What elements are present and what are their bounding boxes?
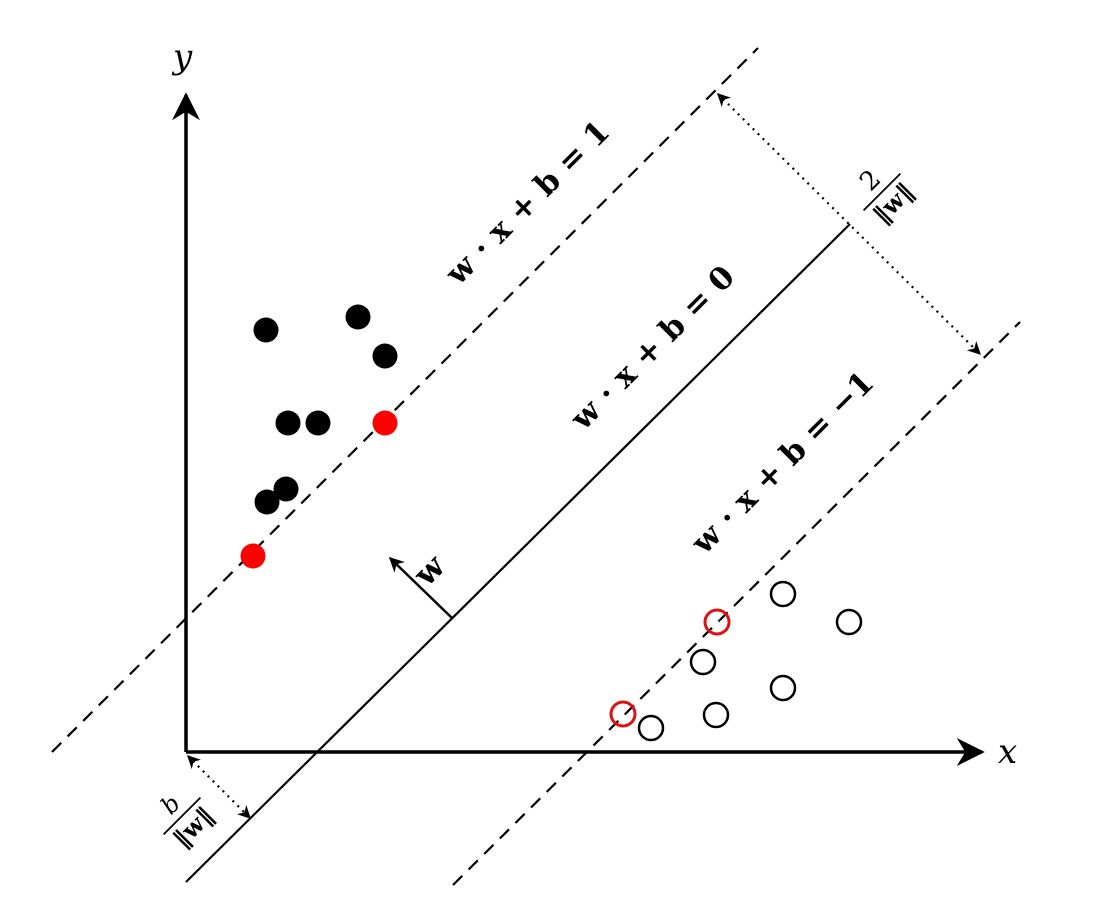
positive-margin-label: w · x + b = 1 <box>438 114 617 293</box>
negative-point <box>769 674 797 702</box>
normal-vector-label: w <box>405 546 453 594</box>
positive-support-vector <box>240 543 266 569</box>
line-labels: w · x + b = 1 w · x + b = 0 w · x + b = … <box>438 114 881 562</box>
offset-arrow <box>187 755 251 819</box>
positive-point <box>254 489 280 515</box>
positive-point <box>305 410 331 436</box>
negative-point <box>769 580 797 608</box>
negative-point <box>689 648 717 676</box>
margin-width-fraction: 2 ‖w‖ <box>854 164 919 229</box>
y-axis-label: y <box>171 37 193 77</box>
x-axis-label: x <box>998 732 1017 772</box>
hyperplane-label: w · x + b = 0 <box>563 259 742 438</box>
normal-vector-arrow <box>388 556 453 619</box>
negative-support-vector <box>703 608 731 636</box>
negative-point <box>702 701 730 729</box>
positive-class-points <box>240 304 398 569</box>
decision-hyperplane <box>185 223 851 883</box>
positive-support-vector <box>372 410 398 436</box>
positive-margin-line <box>51 47 759 753</box>
offset-fraction: b ‖w‖ <box>155 789 219 853</box>
positive-point <box>372 343 398 369</box>
positive-point <box>275 410 301 436</box>
negative-margin-line <box>452 321 1021 886</box>
positive-point <box>273 476 299 502</box>
negative-point <box>637 714 665 742</box>
offset-annotation: b ‖w‖ <box>155 755 251 853</box>
negative-class-points <box>609 580 863 742</box>
negative-support-vector <box>609 700 637 728</box>
positive-point <box>345 304 371 330</box>
positive-point <box>253 317 279 343</box>
offset-fraction-bar <box>162 796 202 836</box>
margin-width-fraction-bar <box>862 172 902 212</box>
normal-vector: w <box>388 546 453 619</box>
negative-point <box>835 608 863 636</box>
negative-margin-label: w · x + b = −1 <box>684 365 881 562</box>
